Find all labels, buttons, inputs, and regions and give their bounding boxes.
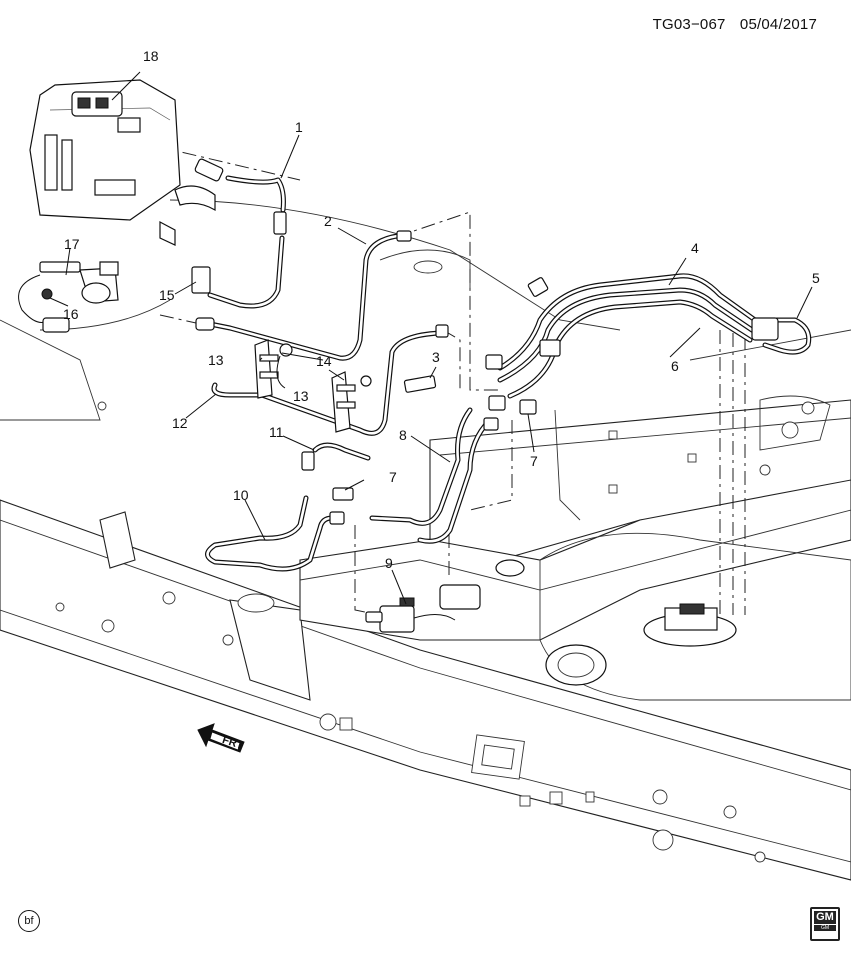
callout-6: 6: [671, 358, 679, 374]
clip: [485, 354, 503, 370]
clip: [488, 395, 506, 411]
clip: [527, 277, 549, 297]
bracket: [331, 371, 356, 433]
vent-valve: [365, 597, 456, 633]
quick-connector: [273, 211, 287, 235]
fuel-pipes: [202, 175, 812, 572]
quick-connector: [301, 451, 315, 471]
callout-10: 10: [233, 487, 249, 503]
quick-connector: [751, 317, 779, 341]
vehicle-frame: [0, 199, 851, 881]
quick-connector: [396, 230, 412, 242]
callout-15: 15: [159, 287, 175, 303]
gm-logo: GM GM: [810, 907, 840, 941]
callout-13-upper: 13: [208, 352, 224, 368]
leader-lines: [49, 71, 813, 605]
callout-7-left: 7: [389, 469, 397, 485]
gm-logo-text: GM: [814, 911, 836, 924]
callout-1: 1: [295, 119, 303, 135]
callout-3: 3: [432, 349, 440, 365]
fuel-tank-module: [643, 603, 737, 647]
callout-11: 11: [269, 424, 284, 440]
front-arrow-icon: [197, 723, 245, 753]
gm-logo-sub: GM: [814, 925, 836, 931]
callout-7-right: 7: [530, 453, 538, 469]
callout-9: 9: [385, 555, 393, 571]
bf-mark: bf: [18, 910, 40, 932]
callout-13-lower: 13: [293, 388, 309, 404]
filter-unit: [439, 559, 525, 610]
callout-4: 4: [691, 240, 699, 256]
clip: [519, 399, 537, 415]
callout-18: 18: [143, 48, 159, 64]
callout-16: 16: [63, 306, 79, 322]
clip: [332, 487, 354, 501]
nut: [360, 375, 372, 387]
clip: [403, 375, 437, 393]
clip: [191, 266, 211, 294]
quick-connector: [194, 158, 224, 182]
diagram-header: TG03−067 05/04/2017: [653, 16, 817, 33]
callout-12: 12: [172, 415, 188, 431]
bracket: [254, 339, 279, 399]
quick-connector: [329, 511, 345, 525]
callout-5: 5: [812, 270, 820, 286]
quick-connector: [435, 324, 449, 338]
diagram-date: 05/04/2017: [739, 16, 817, 33]
evap-canister: [29, 79, 216, 246]
callout-2: 2: [324, 213, 332, 229]
diagram-id: TG03−067: [652, 16, 726, 33]
callout-14: 14: [316, 353, 332, 369]
quick-connector: [195, 317, 215, 331]
clip: [539, 339, 561, 357]
pressure-sensor-assembly: [18, 261, 119, 333]
quick-connector: [483, 417, 499, 431]
callout-17: 17: [64, 236, 80, 252]
callout-8: 8: [399, 427, 407, 443]
